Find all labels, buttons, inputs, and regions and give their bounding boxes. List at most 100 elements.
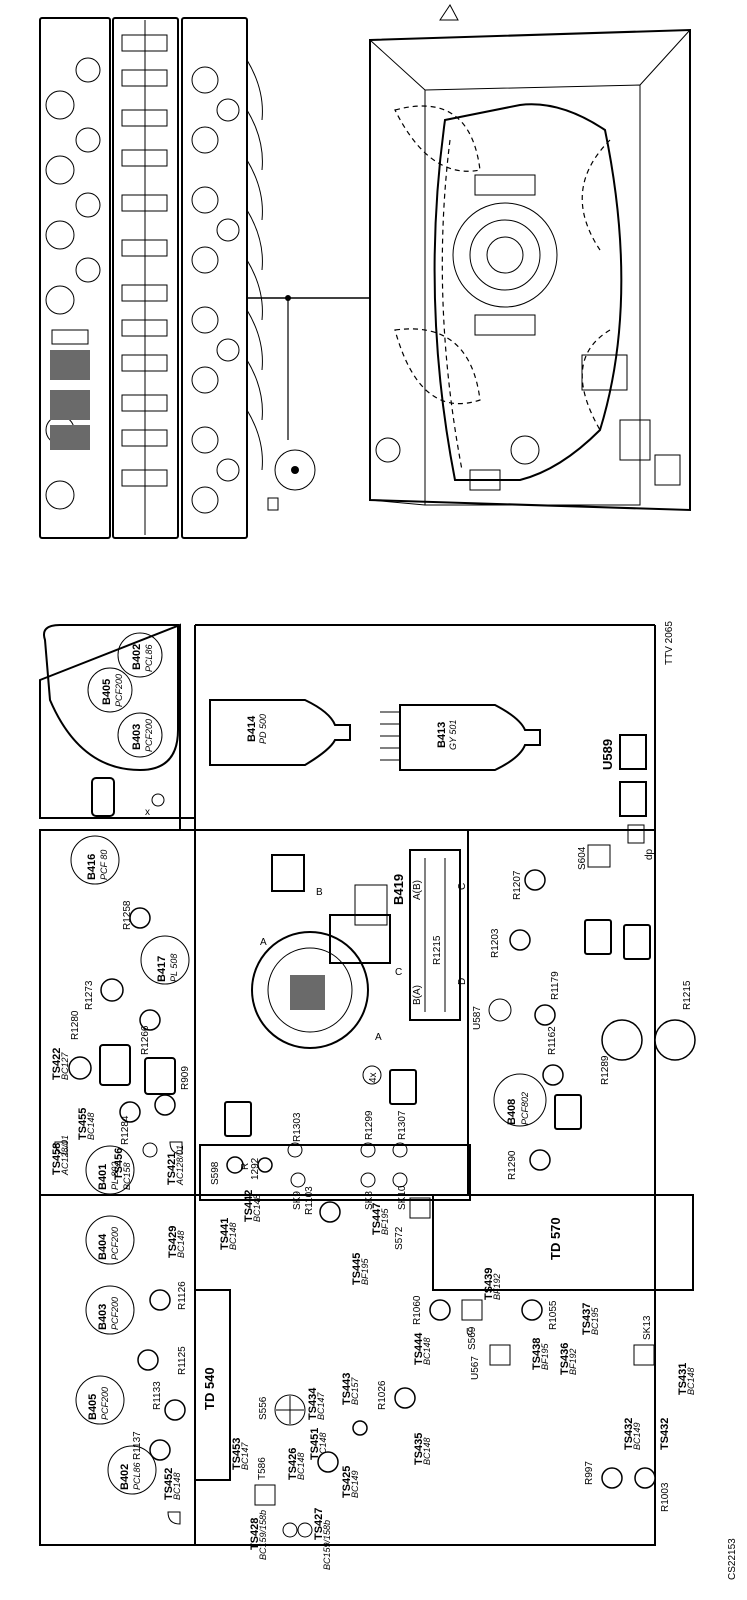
td540-label: TD 540 [202, 1367, 217, 1410]
component-layout: TTV 2065 B402 PCL86 B405 PCF200 B403 PCF… [39, 621, 738, 1580]
ts445-type: BF195 [360, 1257, 370, 1285]
r1273-label: R1273 [84, 980, 95, 1010]
slide-label-ab: A(B) [412, 880, 423, 900]
ts452-label: TS452 [163, 1468, 175, 1500]
ts423-type: AC128/01 [60, 1135, 70, 1176]
r1060-label: R1060 [412, 1295, 423, 1325]
ts432-label: TS432 [659, 1418, 671, 1450]
r1133-label: R1133 [152, 1381, 163, 1410]
left-column-components: B402 PCL86 B405 PCF200 B403 PCF200 B404 … [75, 1145, 217, 1525]
slide-label-d: D [457, 978, 468, 985]
ts435-type: BC148 [422, 1437, 432, 1465]
valve-b417-ref: B417 [156, 956, 168, 982]
ts453-label: TS453 [231, 1438, 243, 1470]
valve-b408-ref: B408 [506, 1099, 518, 1125]
ts422-type: AC128/01 [175, 1145, 185, 1186]
slide-label-ba: B(A) [412, 985, 423, 1005]
ts456-label: TS422 [51, 1048, 63, 1080]
model-label: TTV 2065 [664, 621, 675, 665]
valve-b408-type: PCF802 [520, 1092, 530, 1125]
s556-label: S556 [258, 1396, 269, 1420]
r1162-label: R1290 [507, 1150, 518, 1180]
ts443-label: TS443 [341, 1373, 353, 1405]
ts425-type: BC149 [350, 1470, 360, 1498]
r1137-label: R1137 [132, 1431, 143, 1460]
ts437-label: TS437 [581, 1303, 593, 1335]
ts428-type: BC159/158b [258, 1510, 268, 1560]
ts455-label: TS455 [77, 1108, 89, 1140]
ts455-type: BC148 [86, 1112, 96, 1140]
ts447-type: BF195 [380, 1207, 390, 1235]
pcb-strip-1 [39, 17, 111, 539]
letter-a1: A [260, 937, 267, 948]
valve-b404-type: PCF200 [110, 1227, 120, 1260]
letter-a2: A [375, 1032, 382, 1043]
td570-label: TD 570 [548, 1217, 563, 1260]
ts421-type: BC158 [122, 1162, 132, 1190]
valve-b401-ref: B401 [97, 1164, 109, 1190]
ts442-type: BC148 [252, 1194, 262, 1222]
ts444-label: TS444 [413, 1332, 425, 1365]
r997-label: R997 [584, 1461, 595, 1485]
ts441-type: BC148 [228, 1222, 238, 1250]
valve-b414-type: PD 500 [258, 714, 268, 744]
valve-b410-type: PCL86 [144, 644, 154, 672]
r1026-label: R1026 [377, 1380, 388, 1410]
valve-b403-ref: B403 [97, 1304, 109, 1330]
rotary-switch-e [267, 449, 316, 511]
ts436-label: TS436 [559, 1343, 571, 1375]
ts426-label: TS426 [287, 1448, 299, 1480]
ts444-type: BC148 [422, 1337, 432, 1365]
rectifier-tubes: B414 PD 500 B413 GY 501 [209, 699, 541, 771]
ts458-type: BC148 [686, 1367, 696, 1395]
ts453-type: BC147 [240, 1441, 250, 1470]
ts421-label: TS456 [113, 1148, 125, 1180]
u-label: U [466, 1327, 473, 1338]
valve-b405-type: PCF200 [100, 1387, 110, 1420]
cabinet-box [369, 4, 691, 512]
valve-b417-type: PL 508 [169, 954, 179, 982]
r1203-label: R1179 [550, 971, 561, 1000]
ts451-type: BC148 [318, 1432, 328, 1460]
ts423-label: TS458 [51, 1143, 63, 1175]
hv-valve-group: B402 PCL86 B405 PCF200 B403 PCF200 x [43, 624, 179, 818]
valve-b414-ref: B414 [246, 715, 258, 742]
s604-label: S604 [577, 846, 588, 870]
pcb-strip-2 [112, 17, 179, 539]
ts431-label: TS432 [623, 1418, 635, 1450]
dp-label: dp [644, 848, 655, 860]
r1303-label: R1303 [292, 1112, 303, 1142]
ts451-label: TS451 [309, 1428, 321, 1460]
r1290-label: R1289 [600, 1055, 611, 1085]
ts441-label: TS441 [219, 1218, 231, 1250]
valve-b402-ref: B402 [119, 1464, 131, 1490]
sk9-label: SK9 [292, 1191, 303, 1210]
ts438-label: TS438 [531, 1338, 543, 1370]
count-4x: 4x [368, 1072, 379, 1083]
ts425-label: TS425 [341, 1466, 353, 1498]
valve-b413-ref: B413 [436, 722, 448, 748]
ts431-type: BC149 [632, 1422, 642, 1450]
valve-b403-type: PCF200 [110, 1297, 120, 1330]
valve-b404-ref: B404 [97, 1233, 109, 1260]
drawing-number: CS22153 [727, 1538, 738, 1580]
ts434-label: TS434 [307, 1387, 319, 1420]
ts442-label: TS442 [243, 1190, 255, 1222]
r1307-label: R1307 [397, 1110, 408, 1140]
s569-label: S569 [467, 1326, 478, 1350]
ts438-type: BF195 [540, 1342, 550, 1370]
ts437-type: BC195 [590, 1306, 600, 1335]
letter-b1: B [316, 887, 323, 898]
chassis-drawing [39, 4, 691, 539]
ts427-label: TS427 [313, 1508, 325, 1540]
ts447-label: TS447 [371, 1203, 383, 1235]
ts436-type: BF192 [568, 1348, 578, 1375]
r1215-label: R1215 [432, 935, 443, 965]
r1292-b-label: 1292 [250, 1157, 261, 1180]
r1299-label: R1299 [364, 1110, 375, 1140]
r1179-label: R1162 [547, 1026, 558, 1055]
u567-label: U567 [470, 1356, 481, 1380]
b419-label: B419 [391, 874, 406, 905]
ts456-type: BC127 [60, 1051, 70, 1080]
